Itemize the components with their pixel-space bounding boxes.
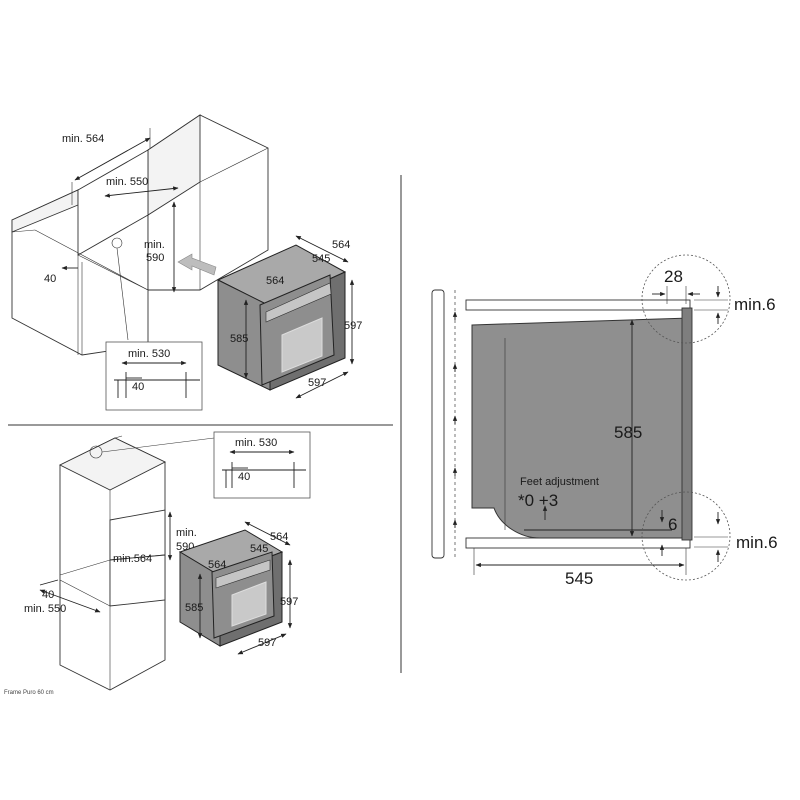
label-28: 28 [664,267,683,286]
detail-min-530: min. 530 [128,348,170,360]
undercounter-installation: min. 564 min. 550 min. 590 40 564 545 56… [11,114,362,411]
column-installation: min. 590 min.564 40 min. 550 564 545 564… [4,431,311,696]
bottom-detail-circle [641,491,731,581]
label-col-564-inner: 564 [208,559,226,571]
label-min-550: min. 550 [106,176,148,188]
label-col-min-564: min.564 [113,553,152,565]
label-585: 585 [230,333,248,345]
label-col-597-height: 597 [280,596,298,608]
label-40: 40 [44,273,56,285]
label-col-585: 585 [185,602,203,614]
label-col-545: 545 [250,543,268,555]
insertion-arrow [177,253,217,276]
detail-col-min-530: min. 530 [235,437,277,449]
label-597-width: 597 [308,377,326,389]
detail-40: 40 [132,381,144,393]
detail-box-top: min. 530 40 [105,341,203,411]
oven-drawing-top [216,244,347,391]
label-min-6-top: min.6 [734,295,776,314]
label-min-590-line1: min. [144,239,165,251]
label-min-6-bottom: min.6 [736,533,778,552]
label-min-590-line2: 590 [146,252,164,264]
oven-side-body [471,317,691,539]
label-col-min-590-line1: min. [176,527,197,539]
detail-box-bottom: min. 530 40 [213,431,311,499]
label-col-597-width: 597 [258,637,276,649]
label-545: 545 [312,253,330,265]
label-597-height: 597 [344,320,362,332]
feet-adjustment-label: Feet adjustment [520,476,599,488]
side-section: 585 545 Feet adjustment *0 +3 28 min.6 6… [431,254,778,588]
label-side-545: 545 [565,569,593,588]
label-6: 6 [668,515,677,534]
label-min-564: min. 564 [62,133,104,145]
label-564-depth: 564 [332,239,350,251]
label-col-min-550: min. 550 [24,603,66,615]
caption: Frame Puro 60 cm [4,690,54,696]
top-detail-circle [641,254,731,344]
feet-adjustment-values: *0 +3 [518,491,558,510]
label-side-585: 585 [614,423,642,442]
label-564-inner: 564 [266,275,284,287]
label-col-564-depth: 564 [270,531,288,543]
detail-col-40: 40 [238,471,250,483]
